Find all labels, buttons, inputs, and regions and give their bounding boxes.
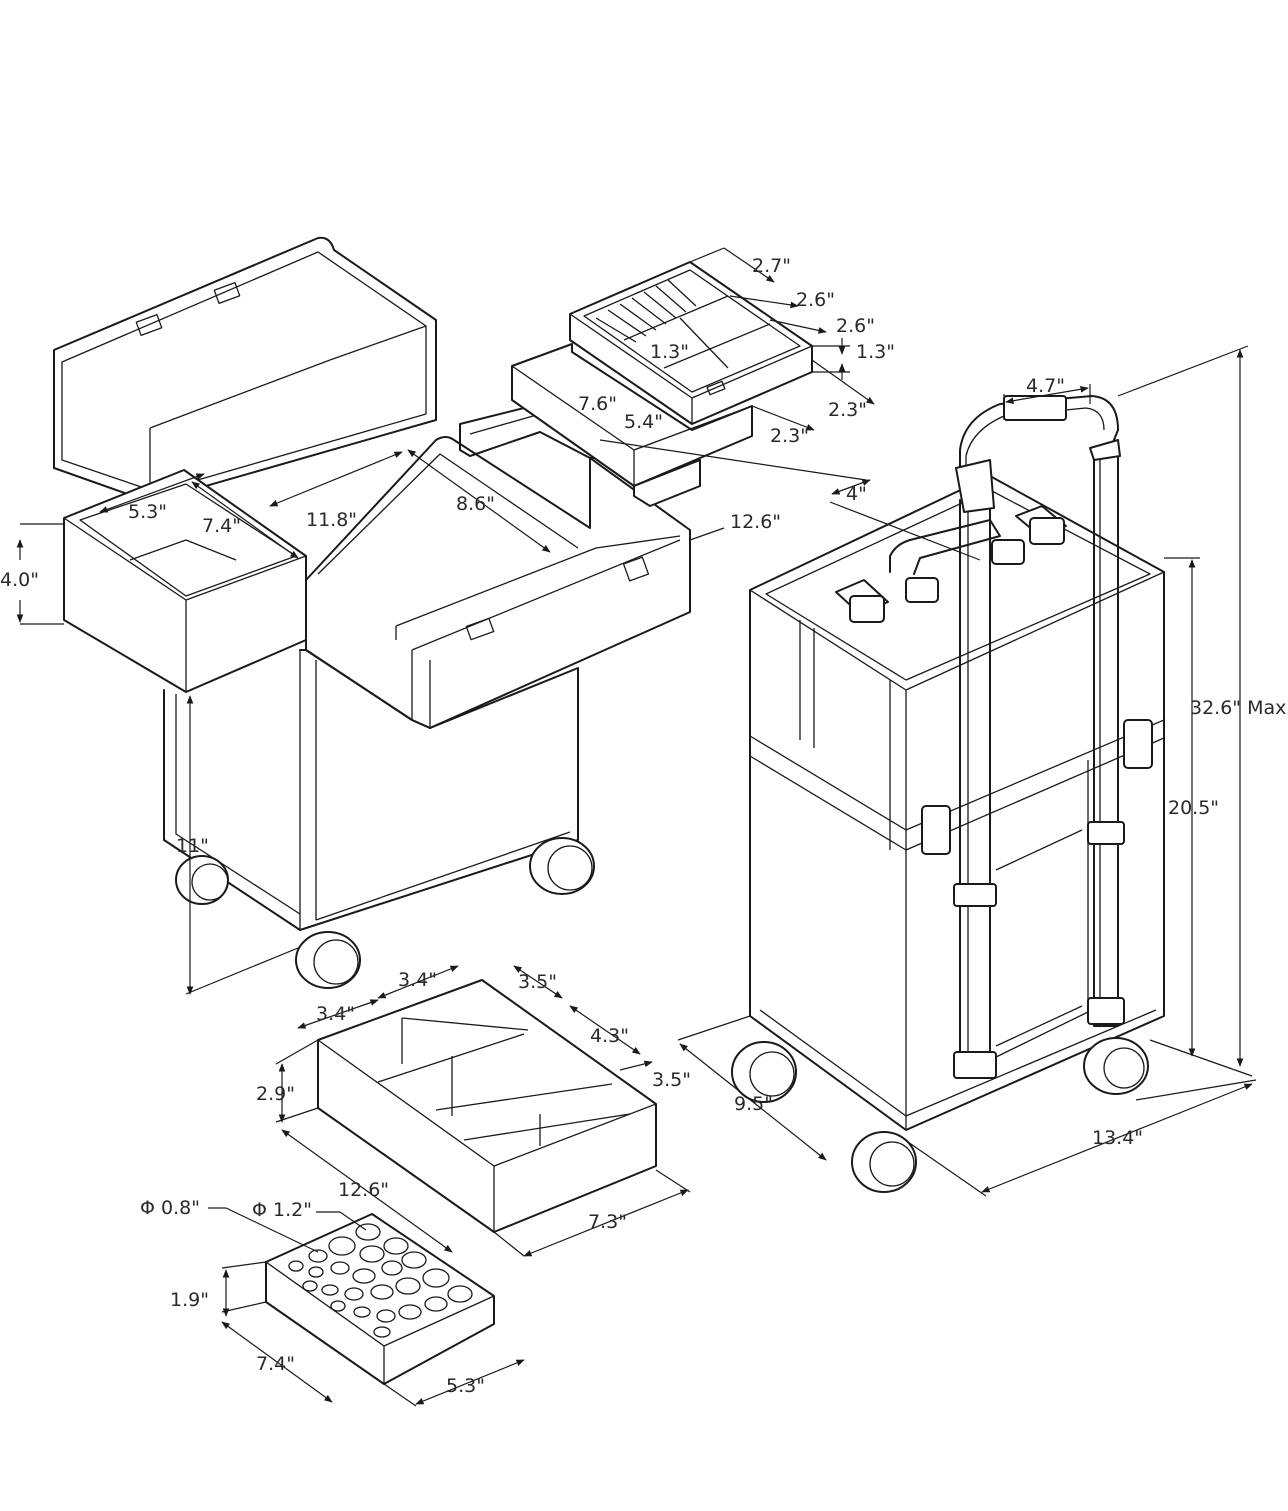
label-divider-c: 3.4" (316, 1003, 355, 1025)
label-max-height: 32.6" Max (1190, 697, 1286, 719)
stacked-trays (511, 261, 813, 507)
label-divider-a: 3.4" (398, 969, 437, 991)
label-top-tray-inner: 1.3" (650, 341, 689, 363)
label-divider-e: 3.5" (652, 1069, 691, 1091)
label-handle-width: 4.7" (1026, 375, 1065, 397)
right-case-wheel-right (1083, 1037, 1149, 1095)
label-side-box-length: 7.4" (202, 515, 241, 537)
label-divider-length: 12.6" (338, 1179, 389, 1201)
label-top-tray-comp-b: 2.6" (836, 315, 875, 337)
label-top-tray-width: 2.7" (752, 255, 791, 277)
label-tray-depth-a: 2.3" (828, 399, 867, 421)
label-hole-large: Φ 1.2" (252, 1199, 312, 1221)
label-brush-height: 1.9" (170, 1289, 209, 1311)
label-divider-height: 2.9" (256, 1083, 295, 1105)
dimension-lines (16, 247, 1257, 1407)
label-top-tray-height: 1.3" (856, 341, 895, 363)
brush-holder (265, 1213, 495, 1385)
dimension-labels: 2.7" 2.6" 2.6" 1.3" 1.3" 2.3" 2.3" 7.6" … (0, 255, 1286, 1397)
label-top-tray-comp-a: 2.6" (796, 289, 835, 311)
label-brush-width: 5.3" (446, 1375, 485, 1397)
label-case-open-width: 8.6" (456, 493, 495, 515)
left-case-wheel-right (529, 837, 595, 895)
label-divider-b: 3.5" (518, 971, 557, 993)
label-side-box-width: 5.3" (128, 501, 167, 523)
left-case-wheel-front (295, 931, 361, 989)
label-divider-d: 4.3" (590, 1025, 629, 1047)
label-lid-depth: 4" (846, 483, 867, 505)
left-case-wheel-back (175, 855, 229, 905)
label-case-depth: 9.5" (734, 1093, 773, 1115)
label-case-length: 13.4" (1092, 1127, 1143, 1149)
label-mid-tray-width: 5.4" (624, 411, 663, 433)
label-side-box-height: 4.0" (0, 569, 39, 591)
label-case-top-length: 12.6" (730, 511, 781, 533)
label-hole-small: Φ 0.8" (140, 1197, 200, 1219)
label-tray-depth-b: 2.3" (770, 425, 809, 447)
label-mid-tray-length: 7.6" (578, 393, 617, 415)
label-brush-length: 7.4" (256, 1353, 295, 1375)
right-case-wheel-front (851, 1131, 917, 1193)
label-case-open-length: 11.8" (306, 509, 357, 531)
label-body-height: 20.5" (1168, 797, 1219, 819)
label-lower-height: 11" (176, 835, 209, 857)
label-divider-width: 7.3" (588, 1211, 627, 1233)
closed-case (731, 395, 1165, 1193)
